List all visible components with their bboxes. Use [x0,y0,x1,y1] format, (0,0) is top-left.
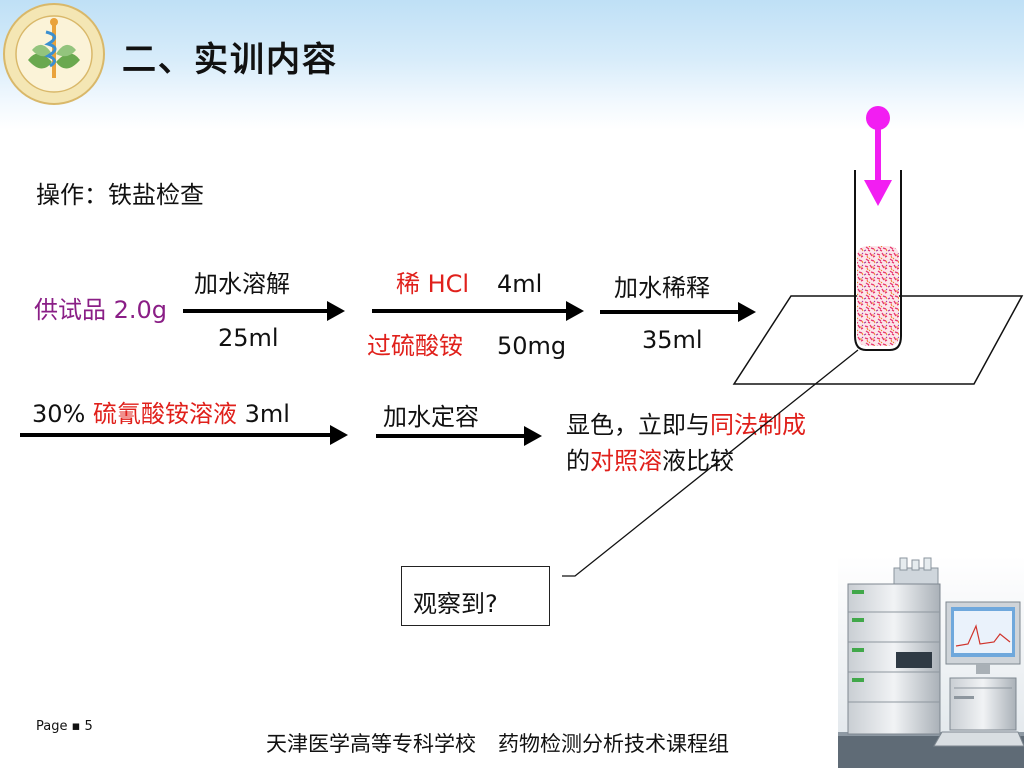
page-number: Page ▪ 5 [36,719,93,734]
thiocyanate-reagent: 30% 硫氰酸铵溶液 3ml [32,402,290,426]
result-text-1a: 显色，立即与 [566,411,710,439]
header-band [0,0,1024,130]
dilute-amount: 35ml [642,326,703,354]
dissolve-amount: 25ml [218,324,279,352]
result-text-2a: 的 [566,447,590,475]
footer-group: 药物检测分析技术课程组 [498,732,729,756]
result-line-2: 的对照溶液比较 [566,449,734,473]
thiocyanate-arrow [20,425,348,445]
hplc-instrument-icon [838,556,1024,768]
probe-arrow-icon [864,106,892,206]
observe-label: 观察到? [413,590,498,618]
platform-plane [732,295,1024,385]
callout-leader-line [562,349,859,577]
operation-label: 操作：铁盐检查 [36,181,204,209]
result-text-2c: 液比较 [662,447,734,475]
thiocyanate-label: 硫氰酸铵溶液 [92,400,237,428]
result-line-1: 显色，立即与同法制成 [566,413,806,437]
result-text-1b: 同法制成 [710,411,806,439]
makeup-arrow [376,426,542,446]
observe-callout-box: 观察到? [401,566,550,626]
persulfate-label: 过硫酸铵 [367,332,463,360]
makeup-label: 加水定容 [383,403,479,431]
thiocyanate-amount: 3ml [244,400,290,428]
persulfate-amount: 50mg [497,332,567,360]
hcl-arrow [372,301,584,321]
dissolve-label: 加水溶解 [194,270,290,298]
dissolve-arrow [183,301,345,321]
result-text-2b: 对照溶 [590,447,662,475]
hcl-amount: 4ml [497,270,543,298]
dilute-label: 加水稀释 [614,274,710,302]
sample-label: 供试品 2.0g [34,296,168,324]
thiocyanate-pct: 30% [32,400,86,428]
footer-school: 天津医学高等专科学校 [266,732,476,756]
test-tube-icon [854,170,902,351]
hcl-label: 稀 HCl [396,270,470,298]
dilute-arrow [600,302,756,322]
school-logo-icon [3,3,105,105]
footer-credits: 天津医学高等专科学校药物检测分析技术课程组 [266,728,729,758]
page-title: 二、实训内容 [122,40,338,80]
